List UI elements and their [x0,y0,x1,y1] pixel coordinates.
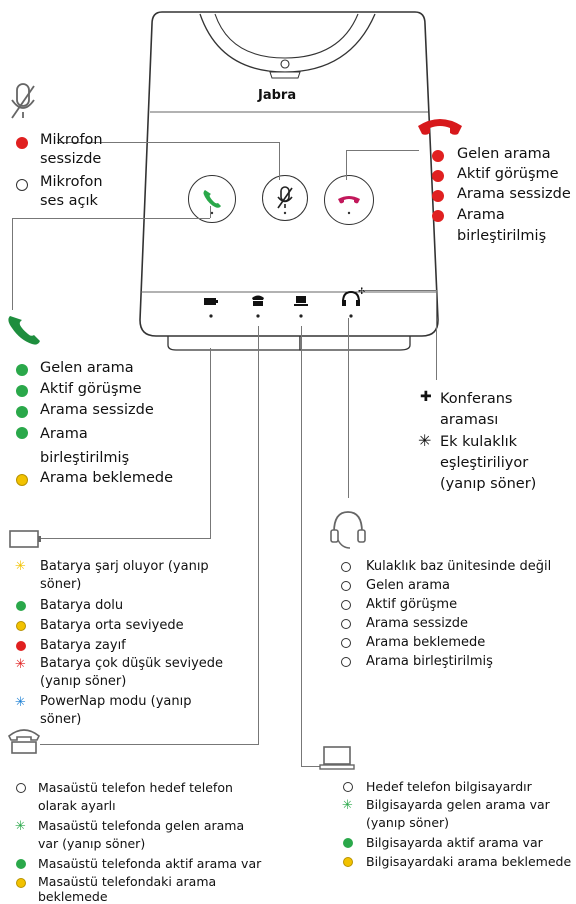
answer-button[interactable] [188,175,236,223]
computer-item: Bilgisayardaki arama beklemede [366,854,572,869]
battery-item: Batarya zayıf [40,638,126,653]
status-dot [432,190,444,202]
hangup-item: Arama birleştirilmiş [457,207,547,244]
status-dot [341,562,351,572]
battery-item: Batarya çok düşük seviyede (yanıp söner) [40,656,224,689]
status-dot [16,406,28,418]
status-dot [16,878,26,888]
microphone-muted-large-icon [11,83,35,119]
mute-button[interactable] [262,175,308,221]
headset-item: Kulaklık baz ünitesinde değil [366,559,552,574]
computer-large-icon [319,746,355,770]
hangup-item: Arama sessizde [457,186,571,202]
deskphone-item: Masaüstü telefon hedef telefon olarak ay… [38,780,233,813]
phone-hangup-icon [338,196,360,215]
battery-large-icon [9,530,41,548]
computer-item: Bilgisayarda gelen arama var (yanıp söne… [366,797,550,830]
mute-on-label: Mikrofon sessizde [40,132,103,167]
computer-item: Hedef telefon bilgisayardır [366,779,532,794]
battery-item: Batarya orta seviyede [40,618,184,633]
headset-item: Arama birleştirilmiş [366,654,493,669]
phone-answer-icon [203,190,221,215]
status-dot [432,170,444,182]
mute-off-label: Mikrofon ses açık [40,174,103,209]
conference-label: Konferans araması [440,391,513,428]
status-dot [341,581,351,591]
headset-item: Arama sessizde [366,616,468,631]
battery-status-icon [204,298,218,318]
blink-green-icon: ✳ [342,798,353,813]
headset-large-icon [330,511,366,549]
headset-item: Gelen arama [366,578,450,593]
status-dot [343,838,353,848]
headset-item: Aktif görüşme [366,597,458,612]
deskphone-large-icon [7,729,41,754]
status-dot [16,783,26,793]
hangup-large-icon [418,119,462,135]
deskphone-item: Masaüstü telefonda aktif arama var [38,856,262,871]
status-dot [16,621,26,631]
computer-item: Bilgisayarda aktif arama var [366,835,543,850]
phone-answer-large-icon [8,316,40,345]
blink-red-icon: ✳ [15,657,26,672]
status-dot [341,619,351,629]
status-dot [16,859,26,869]
status-dot [432,150,444,162]
status-dot [16,179,28,191]
deskphone-status-icon [252,295,264,318]
headset-status-icon: ✢ [342,287,366,318]
answer-item: Arama birleştirilmiş [40,426,130,466]
pairing-label: Ek kulaklık eşleştiriliyor (yanıp söner) [440,434,537,492]
status-dot [343,782,353,792]
status-dot [432,210,444,222]
answer-item: Aktif görüşme [40,381,142,397]
answer-item: Arama beklemede [40,470,174,486]
status-dot [16,137,28,149]
battery-item: Batarya şarj oluyor (yanıp söner) [40,559,209,592]
conference-icon: ✚ [420,389,432,405]
answer-item: Arama sessizde [40,402,154,418]
status-dot [16,474,28,486]
pairing-icon: ✳ [418,431,432,450]
status-dot [16,601,26,611]
status-dot [341,657,351,667]
blink-green-icon: ✳ [15,819,26,834]
status-dot [16,641,26,651]
status-dot [16,364,28,376]
battery-item: PowerNap modu (yanıp söner) [40,694,192,727]
deskphone-item: Masaüstü telefonda gelen arama var (yanı… [38,818,245,851]
headset-item: Arama beklemede [366,635,486,650]
brand-logo: Jabra [258,88,297,103]
battery-item: Batarya dolu [40,598,124,613]
hangup-button[interactable] [324,175,374,225]
hangup-item: Gelen arama [457,146,551,162]
microphone-muted-icon [277,186,293,215]
status-dot [341,638,351,648]
status-dot [16,385,28,397]
hangup-item: Aktif görüşme [457,166,559,182]
answer-item: Gelen arama [40,360,134,376]
status-dot [341,600,351,610]
status-dot [16,427,28,439]
blink-blue-icon: ✳ [15,695,26,710]
svg-text:✢: ✢ [358,287,366,297]
blink-yellow-icon: ✳ [15,559,26,574]
deskphone-item: Masaüstü telefondaki arama beklemede [38,874,217,904]
status-dot [343,857,353,867]
computer-status-icon [294,296,308,318]
